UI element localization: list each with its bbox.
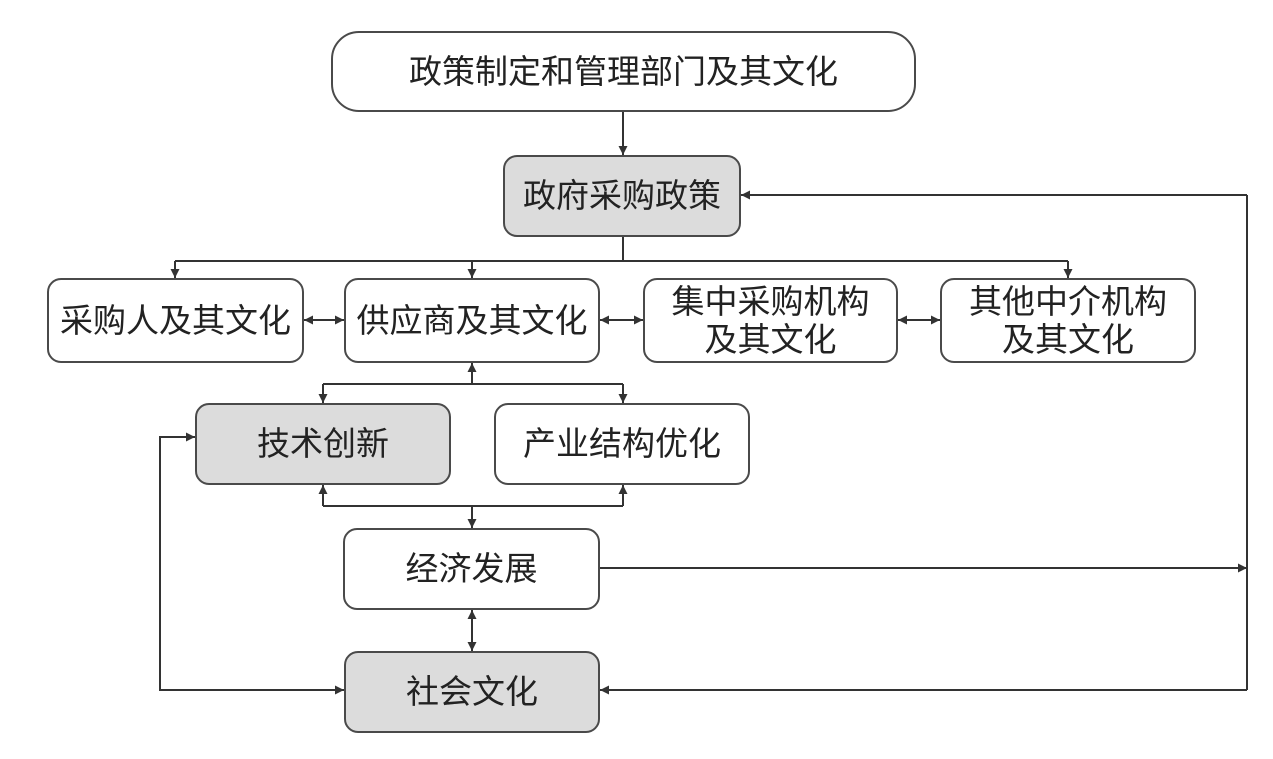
- node-industry-optimization: 产业结构优化: [494, 403, 750, 485]
- node-other-agency-line2: 及其文化: [1002, 319, 1134, 359]
- node-gov-procurement-policy: 政府采购政策: [503, 155, 741, 237]
- node-central-procurement-line2: 及其文化: [704, 319, 837, 359]
- node-purchaser: 采购人及其文化: [47, 278, 304, 363]
- left-loop-society-tech: [159, 432, 344, 695]
- node-gov-procurement-policy-label: 政府采购政策: [523, 176, 721, 215]
- node-industry-optimization-label: 产业结构优化: [523, 424, 721, 463]
- node-economic-development: 经济发展: [343, 528, 600, 610]
- node-central-procurement: 集中采购机构 及其文化: [643, 278, 898, 363]
- node-other-agency-line1: 其他中介机构: [969, 281, 1167, 321]
- node-purchaser-label: 采购人及其文化: [60, 300, 291, 340]
- node-economic-development-label: 经济发展: [405, 549, 538, 588]
- node-other-agency: 其他中介机构 及其文化: [940, 278, 1196, 363]
- node-tech-innovation-label: 技术创新: [257, 424, 389, 463]
- node-supplier: 供应商及其文化: [344, 278, 600, 363]
- node-policy-dept: 政策制定和管理部门及其文化: [331, 31, 916, 112]
- node-supplier-label: 供应商及其文化: [356, 300, 588, 340]
- node-social-culture: 社会文化: [344, 651, 600, 733]
- node-tech-innovation: 技术创新: [195, 403, 451, 485]
- node-policy-dept-label: 政策制定和管理部门及其文化: [409, 51, 838, 91]
- node-social-culture-label: 社会文化: [406, 672, 538, 711]
- node-central-procurement-line1: 集中采购机构: [671, 281, 870, 321]
